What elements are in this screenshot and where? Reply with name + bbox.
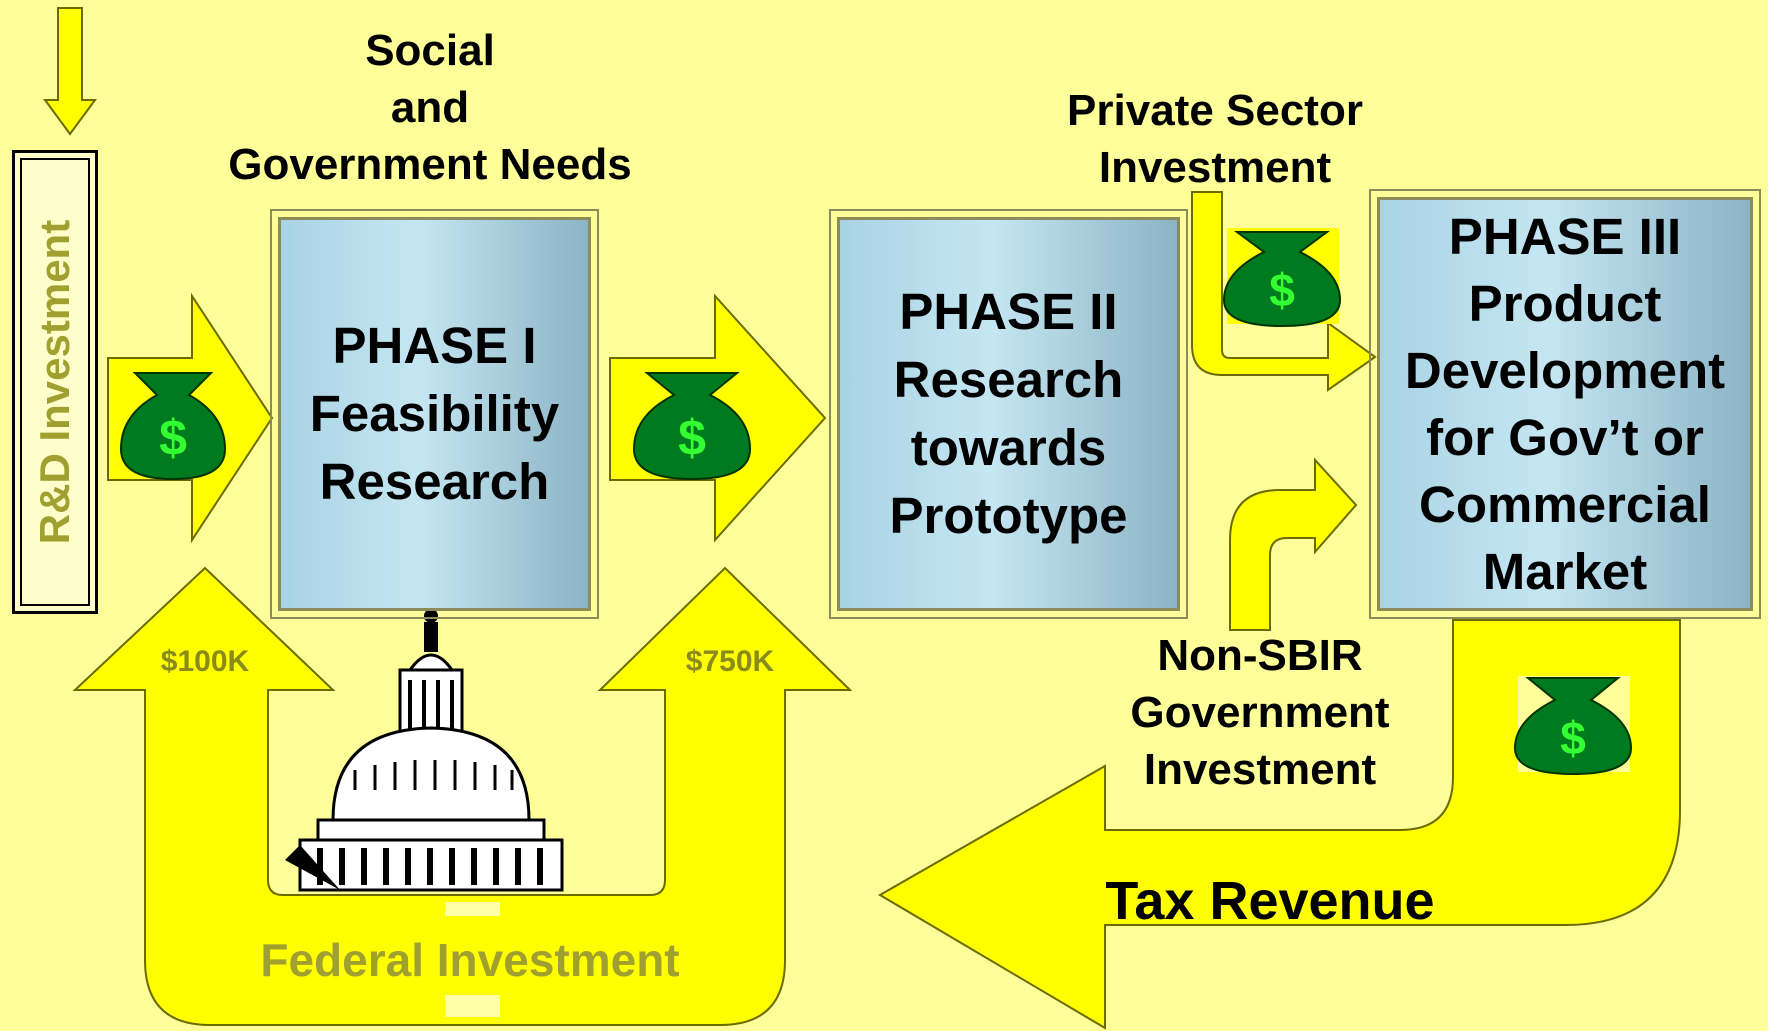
- svg-text:$: $: [678, 410, 706, 466]
- phase-2-line: PHASE II: [899, 283, 1118, 340]
- federal-arrow-stripe: [445, 995, 500, 1017]
- rd-investment-label: R&D Investment: [31, 219, 78, 545]
- phase-1-line: Feasibility: [309, 385, 560, 442]
- arrow-down-icon: [43, 7, 97, 136]
- phase-3-line: Development: [1404, 342, 1726, 399]
- phase-3-line: for Gov’t or: [1426, 409, 1704, 466]
- non-sbir-line: Non-SBIR: [1157, 631, 1363, 680]
- tax-revenue-arrow: [878, 619, 1681, 1030]
- svg-text:$: $: [1269, 264, 1295, 316]
- federal-investment-arrow: [72, 566, 853, 1026]
- phase-3-line: Commercial: [1419, 476, 1711, 533]
- private-sector-arrow: [1191, 191, 1377, 392]
- phase-3-line: Product: [1468, 275, 1662, 332]
- money-bag-icon: $: [119, 372, 227, 481]
- social-needs-line: and: [390, 83, 470, 132]
- private-sector-line: Investment: [1098, 143, 1332, 192]
- capitol-dome-icon: [285, 609, 564, 892]
- social-needs-line: Social: [365, 26, 495, 75]
- non-sbir-line: Investment: [1143, 745, 1377, 794]
- svg-text:$: $: [159, 410, 187, 466]
- phase-2-line: Research: [893, 351, 1124, 408]
- money-bag-icon: $: [1513, 677, 1633, 776]
- federal-arrow-stripe: [445, 902, 500, 916]
- amount-phase1-label: $100K: [160, 645, 250, 678]
- social-needs-label: Social and Government Needs: [200, 22, 660, 193]
- money-bag-icon: $: [632, 372, 752, 481]
- phase-2-box: PHASE II Research towards Prototype: [829, 209, 1188, 619]
- private-sector-label: Private Sector Investment: [1035, 82, 1395, 196]
- phase-3-line: PHASE III: [1448, 208, 1682, 265]
- tax-revenue-label: Tax Revenue: [1105, 871, 1435, 931]
- social-needs-line: Government Needs: [228, 140, 632, 189]
- money-bag-icon: $: [1222, 231, 1342, 328]
- federal-investment-label: Federal Investment: [260, 934, 680, 986]
- svg-text:$: $: [1560, 712, 1586, 764]
- amount-phase2-label: $750K: [685, 645, 775, 678]
- non-sbir-arrow: [1229, 457, 1358, 631]
- private-sector-line: Private Sector: [1067, 86, 1363, 135]
- non-sbir-label: Non-SBIR Government Investment: [1090, 627, 1430, 798]
- non-sbir-line: Government: [1130, 688, 1390, 737]
- phase-1-line: Research: [319, 453, 550, 510]
- phase-3-line: Market: [1482, 543, 1648, 600]
- rd-investment-box: [12, 150, 98, 614]
- phase-2-line: Prototype: [889, 487, 1128, 544]
- phase-1-box: PHASE I Feasibility Research: [270, 209, 599, 619]
- phase-1-line: PHASE I: [332, 317, 537, 374]
- phase-2-line: towards: [910, 419, 1107, 476]
- phase-3-box: PHASE III Product Development for Gov’t …: [1369, 189, 1761, 619]
